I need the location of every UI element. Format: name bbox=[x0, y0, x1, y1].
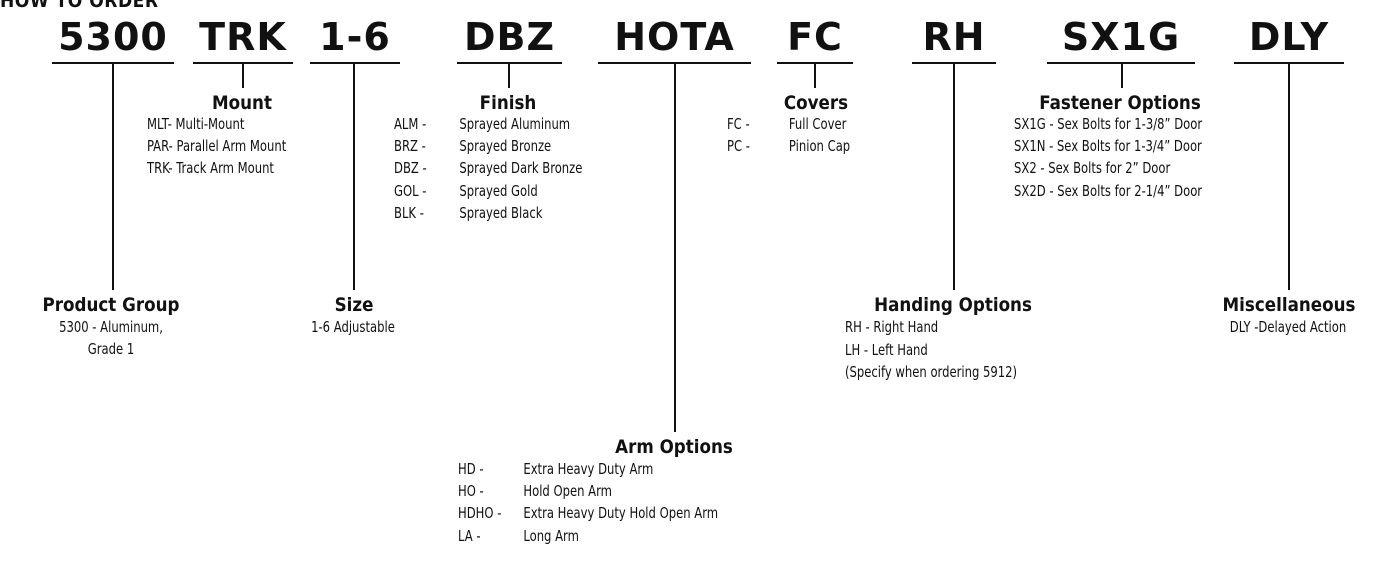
connector-covers bbox=[814, 64, 816, 88]
handing-item: LH - Left Hand bbox=[845, 341, 928, 359]
finish-code: BRZ - bbox=[394, 137, 426, 155]
connector-product bbox=[112, 64, 114, 290]
arm-code: HDHO - bbox=[458, 504, 502, 522]
finish-code: BLK - bbox=[394, 204, 424, 222]
how-to-order-heading: HOW TO ORDER bbox=[0, 0, 159, 12]
connector-misc bbox=[1288, 64, 1290, 290]
size-title: Size bbox=[334, 294, 374, 316]
code-misc: DLY bbox=[1234, 14, 1344, 64]
arm-desc: Hold Open Arm bbox=[523, 482, 612, 500]
connector-finish bbox=[508, 64, 510, 88]
covers-code: PC - bbox=[727, 137, 750, 155]
finish-item: DBZ - Sprayed Dark Bronze bbox=[394, 157, 582, 180]
product-line: 5300 - Aluminum, bbox=[59, 318, 163, 336]
finish-item: ALM - Sprayed Aluminum bbox=[394, 113, 570, 136]
connector-size bbox=[353, 64, 355, 290]
finish-item: BLK - Sprayed Black bbox=[394, 202, 542, 225]
mount-item: MLT- Multi-Mount bbox=[147, 115, 245, 133]
finish-desc: Sprayed Dark Bronze bbox=[459, 159, 583, 177]
connector-arm bbox=[674, 64, 676, 432]
product-title: Product Group bbox=[42, 294, 180, 316]
arm-desc: Extra Heavy Duty Arm bbox=[523, 460, 654, 478]
covers-code: FC - bbox=[727, 115, 750, 133]
fastener-item: SX2D - Sex Bolts for 2-1/4” Door bbox=[1014, 182, 1203, 200]
covers-title: Covers bbox=[783, 92, 849, 114]
finish-item: GOL - Sprayed Gold bbox=[394, 180, 538, 203]
connector-mount bbox=[242, 64, 244, 88]
arm-item: LA - Long Arm bbox=[458, 525, 579, 548]
fastener-item: SX1G - Sex Bolts for 1-3/8” Door bbox=[1014, 115, 1203, 133]
finish-title: Finish bbox=[479, 92, 537, 114]
mount-item: PAR- Parallel Arm Mount bbox=[147, 137, 287, 155]
finish-desc: Sprayed Gold bbox=[459, 182, 538, 200]
code-fastener: SX1G bbox=[1047, 14, 1195, 64]
connector-fastener bbox=[1121, 64, 1123, 88]
fastener-title: Fastener Options bbox=[1039, 92, 1201, 114]
code-handing: RH bbox=[912, 14, 996, 64]
code-finish: DBZ bbox=[457, 14, 562, 64]
covers-item: PC - Pinion Cap bbox=[727, 135, 850, 158]
arm-item: HD - Extra Heavy Duty Arm bbox=[458, 458, 653, 481]
handing-item: RH - Right Hand bbox=[845, 318, 939, 336]
finish-code: DBZ - bbox=[394, 159, 427, 177]
code-covers: FC bbox=[777, 14, 853, 64]
code-mount: TRK bbox=[193, 14, 293, 64]
handing-item: (Specify when ordering 5912) bbox=[845, 363, 1018, 381]
arm-title: Arm Options bbox=[615, 436, 733, 458]
arm-code: LA - bbox=[458, 527, 481, 545]
size-line: 1-6 Adjustable bbox=[311, 318, 395, 336]
finish-desc: Sprayed Black bbox=[459, 204, 543, 222]
arm-desc: Long Arm bbox=[523, 527, 579, 545]
mount-item: TRK- Track Arm Mount bbox=[147, 159, 274, 177]
finish-code: GOL - bbox=[394, 182, 427, 200]
finish-desc: Sprayed Bronze bbox=[459, 137, 552, 155]
arm-code: HO - bbox=[458, 482, 484, 500]
covers-desc: Full Cover bbox=[788, 115, 847, 133]
mount-title: Mount bbox=[212, 92, 272, 114]
arm-desc: Extra Heavy Duty Hold Open Arm bbox=[523, 504, 719, 522]
code-size: 1-6 bbox=[310, 14, 400, 64]
covers-desc: Pinion Cap bbox=[788, 137, 851, 155]
finish-desc: Sprayed Aluminum bbox=[459, 115, 571, 133]
fastener-item: SX1N - Sex Bolts for 1-3/4” Door bbox=[1014, 137, 1202, 155]
fastener-item: SX2 - Sex Bolts for 2” Door bbox=[1014, 159, 1171, 177]
finish-code: ALM - bbox=[394, 115, 427, 133]
arm-item: HDHO - Extra Heavy Duty Hold Open Arm bbox=[458, 502, 718, 525]
misc-title: Miscellaneous bbox=[1222, 294, 1356, 316]
code-product: 5300 bbox=[52, 14, 174, 64]
misc-line: DLY -Delayed Action bbox=[1229, 318, 1347, 336]
arm-code: HD - bbox=[458, 460, 484, 478]
arm-item: HO - Hold Open Arm bbox=[458, 480, 612, 503]
connector-handing bbox=[953, 64, 955, 290]
handing-title: Handing Options bbox=[874, 294, 1032, 316]
product-line: Grade 1 bbox=[87, 340, 135, 358]
finish-item: BRZ - Sprayed Bronze bbox=[394, 135, 551, 158]
covers-item: FC - Full Cover bbox=[727, 113, 846, 136]
code-arm: HOTA bbox=[598, 14, 751, 64]
